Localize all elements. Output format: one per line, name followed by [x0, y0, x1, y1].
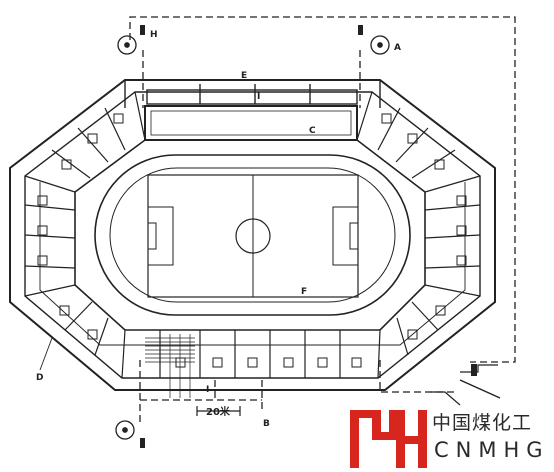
scale-label: 20米 — [206, 405, 231, 418]
label-i-bottom: I — [206, 385, 209, 395]
label-b: B — [263, 419, 270, 429]
label-e: E — [241, 71, 247, 81]
scale-bar — [196, 406, 241, 416]
logo-chinese-text: 中国煤化工 — [432, 412, 533, 434]
running-track-outer — [94, 154, 411, 316]
label-f: F — [301, 287, 307, 297]
label-i-top: I — [257, 92, 260, 102]
running-track-inner — [109, 167, 396, 303]
floodlight-towers — [115, 25, 477, 448]
stadium-outer-outline — [9, 79, 496, 391]
company-watermark-logo: 中国煤化工 CNMHG — [344, 405, 554, 472]
label-c: C — [309, 126, 316, 136]
label-h: H — [150, 30, 158, 40]
site-boundary — [129, 16, 516, 422]
label-d: D — [36, 373, 43, 383]
label-a: A — [394, 43, 401, 53]
stair-block — [145, 334, 195, 398]
logo-latin-text: CNMHG — [434, 438, 550, 462]
cnmhg-mark-icon — [350, 410, 427, 468]
stand-rooms — [37, 113, 467, 368]
